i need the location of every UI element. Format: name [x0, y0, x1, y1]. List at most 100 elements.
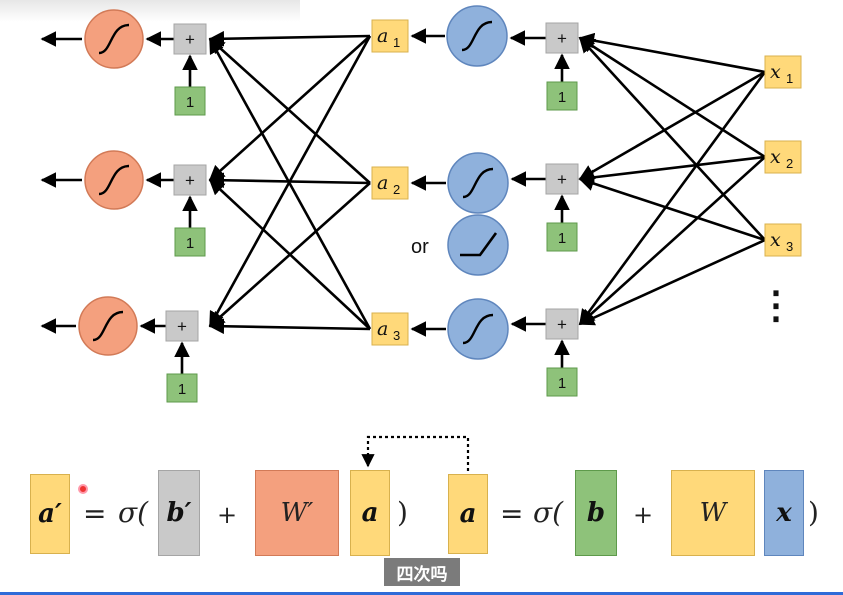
edge-x2-to-plus-right-2: [578, 155, 766, 186]
plus-1: +: [217, 501, 238, 529]
equals-1: =: [83, 497, 107, 530]
a-prime-box: a′: [30, 474, 70, 554]
sigmoid-output-3-circle: [78, 296, 138, 356]
label-x2-rect: [764, 140, 802, 174]
plus-left-1-rect: [173, 23, 207, 55]
label-x1-subscript: 1: [786, 71, 793, 86]
label-a2-rect: [371, 166, 409, 200]
connection-lines: [40, 28, 767, 471]
plus-left-2: +: [173, 164, 207, 196]
x-box: x: [764, 470, 804, 556]
sigmoid-output-1-circle: [84, 9, 144, 69]
b-box: b: [575, 470, 617, 556]
edge-a1-to-plus-left-2: [208, 35, 371, 182]
plus-left-2-sign: +: [185, 171, 195, 190]
a-prime-symbol: a′: [38, 499, 62, 529]
feedback-dotted-arrow: [361, 435, 470, 471]
label-a3-rect: [371, 312, 409, 346]
label-x3-symbol: x: [770, 229, 781, 251]
bias-left-1-rect: [174, 86, 206, 116]
edge-a1-to-plus-left-1: [208, 30, 371, 47]
relu-node-curve: [460, 232, 498, 257]
plus-right-3-rect: [545, 308, 579, 340]
bias-right-1-value: 1: [558, 89, 566, 106]
sigmoid-output-3-curve: [92, 310, 124, 342]
plus-right-1-rect: [545, 22, 579, 54]
label-x3-rect: [764, 223, 802, 257]
sigmoid-hidden-3-circle: [447, 298, 509, 360]
sigmoid-hidden-1-curve: [461, 20, 493, 52]
sigma-open-2: σ(: [533, 496, 564, 529]
edge-x3-to-plus-right-1: [578, 36, 766, 241]
plus-right-1-sign: +: [557, 29, 567, 48]
sigmoid-hidden-2-curve: [462, 167, 494, 199]
edge-a3-to-plus-left-1: [208, 37, 372, 330]
relu-node-circle: [447, 214, 509, 276]
bias-right-2-rect: [546, 222, 578, 252]
bias-right-1: 1: [546, 81, 578, 111]
equals-2: =: [500, 497, 524, 530]
a-output-box: a: [448, 474, 488, 554]
sigmoid-hidden-2-circle: [447, 152, 509, 214]
bias-right-3-rect: [546, 367, 578, 397]
label-x2-symbol: x: [770, 146, 781, 168]
bias-left-2-rect: [174, 227, 206, 257]
sigmoid-hidden-2: [447, 152, 509, 214]
caption-badge: 四次吗: [384, 558, 460, 586]
bias-right-2-value: 1: [558, 230, 566, 247]
plus-left-1: +: [173, 23, 207, 55]
plus-right-2-rect: [545, 163, 579, 195]
bias-left-1-value: 1: [186, 94, 194, 111]
edge-x3-to-plus-right-3: [578, 238, 766, 326]
label-a2-symbol: a: [377, 172, 388, 194]
bias-right-1-rect: [546, 81, 578, 111]
label-a2-subscript: 2: [393, 182, 400, 197]
plus-left-3-sign: +: [177, 317, 187, 336]
b-prime-box: b′: [158, 470, 200, 556]
w-prime-symbol: W′: [280, 498, 314, 528]
bias-right-3-value: 1: [558, 375, 566, 392]
plus-right-2-sign: +: [557, 170, 567, 189]
label-a1-rect: [371, 19, 409, 53]
close-paren-1: ): [397, 496, 408, 529]
b-symbol: b: [586, 498, 606, 528]
label-x2-subscript: 2: [786, 156, 793, 171]
label-a1-subscript: 1: [393, 35, 400, 50]
a-input-symbol: a: [361, 498, 379, 528]
top-watermark-strip: [0, 0, 300, 22]
sigmoid-output-2: [84, 150, 144, 210]
sigma-open-1: σ(: [118, 496, 149, 529]
sigmoid-output-1-curve: [98, 23, 130, 55]
sigmoid-output-2-circle: [84, 150, 144, 210]
relu-node: [447, 214, 509, 276]
label-x1-rect: [764, 55, 802, 89]
sigmoid-output-3: [78, 296, 138, 356]
plus-left-2-rect: [173, 164, 207, 196]
edge-a3-to-plus-left-3: [208, 318, 371, 335]
edge-x3-to-plus-right-2: [578, 175, 766, 242]
plus-right-2: +: [545, 163, 579, 195]
bias-left-1: 1: [174, 86, 206, 116]
bias-left-3-rect: [166, 373, 198, 403]
a-input-box: a: [350, 470, 390, 556]
w-prime-box: W′: [255, 470, 339, 556]
label-x3-subscript: 3: [786, 239, 793, 254]
plus-left-3-rect: [165, 310, 199, 342]
bias-left-3: 1: [166, 373, 198, 403]
bias-left-2-value: 1: [186, 235, 194, 252]
w-box: W: [671, 470, 755, 556]
cursor-dot: [78, 484, 88, 494]
edge-x2-to-plus-right-3: [578, 156, 766, 326]
b-prime-symbol: b′: [166, 498, 192, 528]
plus-right-3: +: [545, 308, 579, 340]
edge-x1-to-plus-right-1: [578, 32, 766, 74]
plus-left-1-sign: +: [185, 30, 195, 49]
edge-x1-to-plus-right-3: [578, 71, 767, 326]
